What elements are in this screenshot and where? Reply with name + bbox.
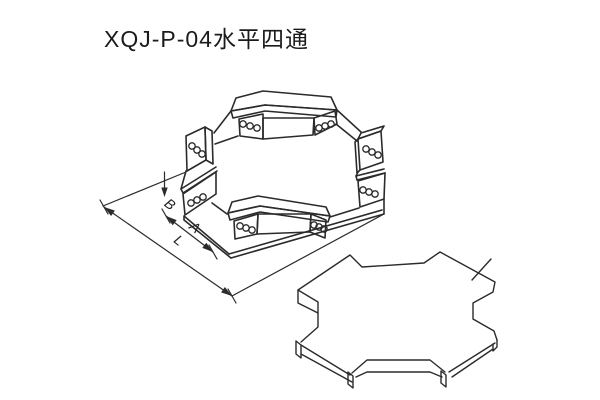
bottom-corner-wall — [227, 195, 331, 240]
upper-right-tab — [354, 125, 385, 174]
bolt-holes — [239, 120, 335, 132]
right-corner-wall — [355, 168, 386, 208]
tray-edges — [180, 109, 385, 259]
arrowhead — [104, 207, 115, 216]
dim-label-l: L — [171, 231, 187, 248]
arrowhead — [221, 287, 232, 296]
bolt-holes — [359, 186, 379, 198]
cover-plate-drawing — [295, 251, 498, 389]
cover-outline — [297, 251, 498, 341]
four-way-body-drawing — [180, 90, 386, 259]
page-title: XQJ-P-04水平四通 — [104, 26, 309, 52]
bolt-holes — [187, 193, 207, 207]
extension-line-right — [231, 213, 385, 297]
arrowhead — [161, 187, 168, 197]
upper-left-tab — [185, 126, 214, 172]
break-tick-mark — [471, 258, 492, 281]
left-corner-wall — [180, 166, 218, 216]
bolt-holes — [362, 145, 382, 159]
extension-line-left — [102, 171, 187, 207]
arrowhead — [202, 242, 213, 252]
top-corner-wall — [230, 90, 338, 140]
dim-label-b: B — [161, 195, 178, 213]
bolt-holes — [236, 221, 328, 234]
arrowhead — [166, 216, 177, 226]
dimension-line-l — [103, 206, 233, 297]
bolt-holes — [188, 142, 206, 158]
